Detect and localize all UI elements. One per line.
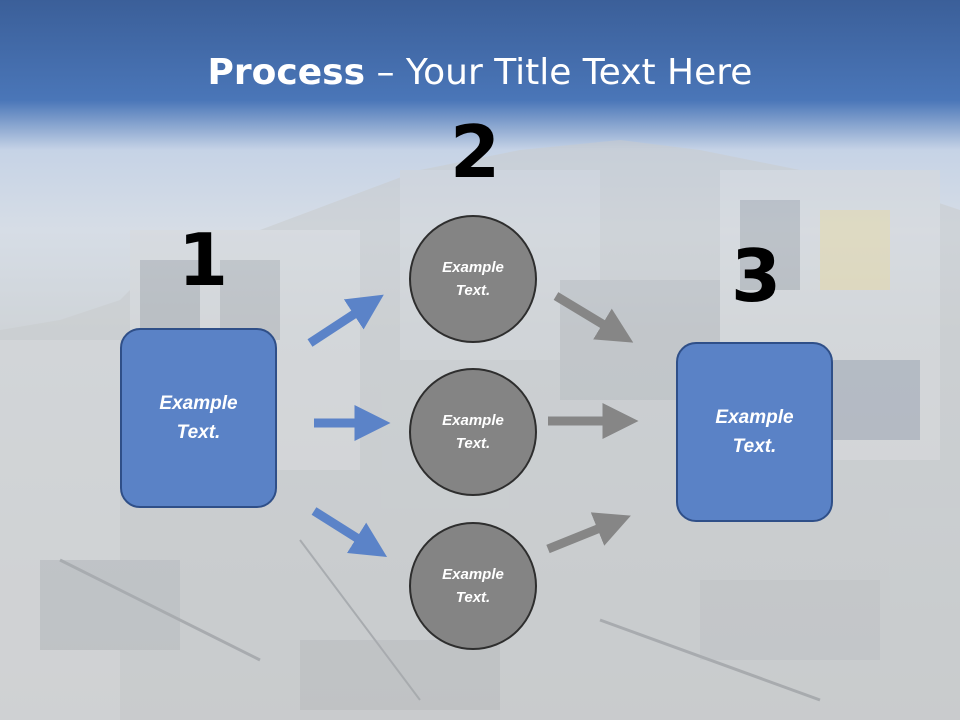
step-number-1: 1 bbox=[178, 218, 229, 302]
circle-bottom[interactable]: Example Text. bbox=[409, 522, 537, 650]
right-box[interactable]: Example Text. bbox=[676, 342, 833, 522]
step-number-3: 3 bbox=[731, 234, 782, 318]
slide-title: Process – Your Title Text Here bbox=[0, 52, 960, 93]
left-box[interactable]: Example Text. bbox=[120, 328, 277, 508]
circle-middle-text: Example Text. bbox=[442, 412, 504, 452]
title-rest: – Your Title Text Here bbox=[365, 52, 753, 93]
left-box-text: Example Text. bbox=[159, 393, 238, 443]
circle-bottom-text: Example Text. bbox=[442, 566, 504, 606]
circle-top[interactable]: Example Text. bbox=[409, 215, 537, 343]
circle-top-text: Example Text. bbox=[442, 259, 504, 299]
circle-middle[interactable]: Example Text. bbox=[409, 368, 537, 496]
title-bold: Process bbox=[207, 52, 366, 93]
right-box-text: Example Text. bbox=[715, 407, 794, 457]
step-number-2: 2 bbox=[450, 110, 501, 194]
